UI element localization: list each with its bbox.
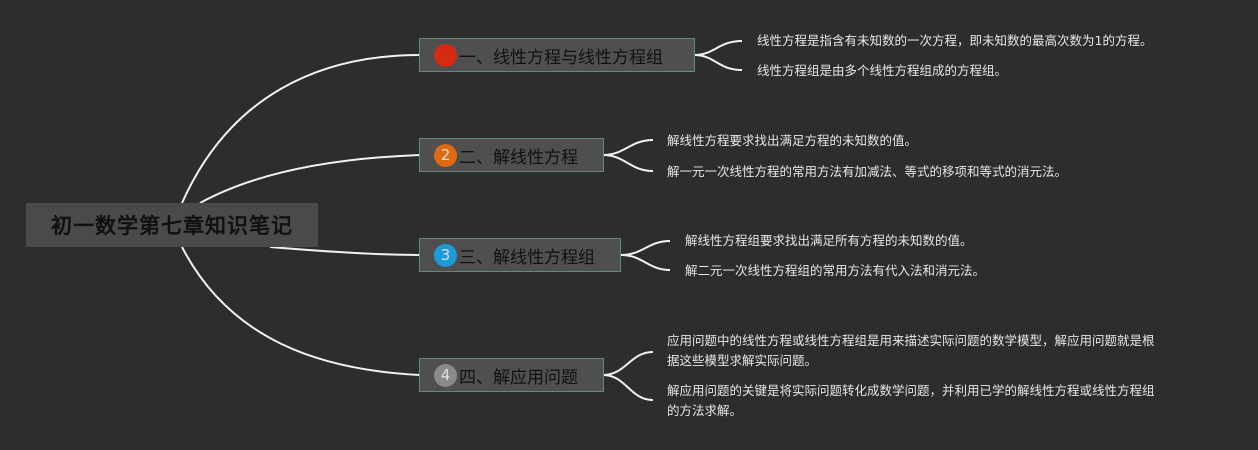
branch-1-leaf-2-connector (693, 54, 743, 71)
root-to-branch-1-connector (181, 54, 421, 204)
leaf-topic-3-2[interactable]: 解二元一次线性方程组的常用方法有代入法和消元法。 (685, 263, 986, 278)
leaf-topic-3-1[interactable]: 解线性方程组要求找出满足所有方程的未知数的值。 (685, 233, 973, 248)
branch-topic-4[interactable]: 4 四、解应用问题 (419, 358, 604, 392)
branch-3-leaf-1-connector (620, 240, 671, 256)
root-to-branch-4-connector (181, 246, 421, 376)
branch-label: 二、解线性方程 (459, 147, 578, 168)
leaf-topic-2-1[interactable]: 解线性方程要求找出满足方程的未知数的值。 (667, 133, 918, 148)
number-3-badge-icon: 3 (434, 243, 457, 267)
leaf-topic-1-2[interactable]: 线性方程组是由多个线性方程组成的方程组。 (757, 63, 1008, 78)
branch-topic-3[interactable]: 3 三、解线性方程组 (419, 238, 621, 272)
root-to-branch-2-connector (199, 154, 421, 204)
number-1-badge-icon: 1 (434, 43, 457, 67)
root-to-branch-3-connector (269, 246, 421, 256)
branch-2-leaf-2-connector (602, 154, 654, 172)
leaf-topic-1-1[interactable]: 线性方程是指含有未知数的一次方程，即未知数的最高次数为1的方程。 (757, 33, 1153, 48)
number-2-badge-icon: 2 (434, 143, 457, 167)
branch-label: 四、解应用问题 (459, 367, 578, 388)
branch-1-leaf-1-connector (693, 40, 743, 56)
branch-label: 一、线性方程与线性方程组 (459, 47, 663, 68)
root-title: 初一数学第七章知识笔记 (51, 214, 293, 238)
branch-4-leaf-1-connector (602, 351, 654, 376)
branch-label: 三、解线性方程组 (459, 247, 595, 268)
leaf-topic-2-2[interactable]: 解一元一次线性方程的常用方法有加减法、等式的移项和等式的消元法。 (667, 164, 1068, 179)
branch-topic-2[interactable]: 2 二、解线性方程 (419, 138, 604, 172)
number-4-badge-icon: 4 (434, 363, 457, 387)
branch-2-leaf-1-connector (602, 139, 654, 156)
root-topic[interactable]: 初一数学第七章知识笔记 (26, 203, 318, 247)
branch-3-leaf-2-connector (620, 254, 671, 271)
branch-4-leaf-2-connector (602, 374, 654, 401)
leaf-topic-4-1[interactable]: 应用问题中的线性方程或线性方程组是用来描述实际问题的数学模型，解应用问题就是根据… (667, 333, 1155, 368)
branch-topic-1[interactable]: 1 一、线性方程与线性方程组 (419, 38, 695, 72)
leaf-topic-4-2[interactable]: 解应用问题的关键是将实际问题转化成数学问题，并利用已学的解线性方程或线性方程组的… (667, 383, 1155, 418)
